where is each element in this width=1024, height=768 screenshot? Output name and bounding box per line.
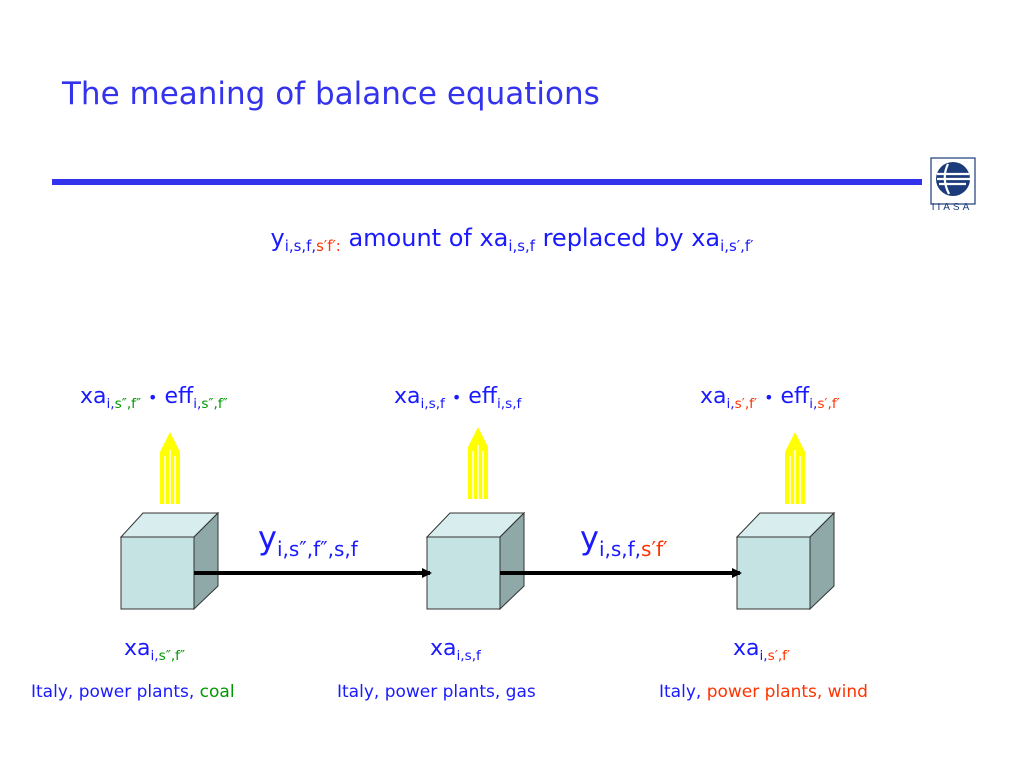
node1-caption-pre: Italy, power plants, — [31, 682, 200, 702]
logo-text: IIASA — [931, 202, 973, 213]
node1-top-label: xai,s″,f″ • effi,s″,f″ — [80, 384, 228, 412]
output-arrow-3 — [785, 432, 805, 504]
node3-bottom-sub-pre: i, — [759, 647, 768, 664]
node1-caption-col: coal — [199, 682, 235, 702]
cube-node-2 — [425, 511, 526, 611]
edge1-label: yi,s″,f″,s,f — [258, 519, 358, 561]
node2-top-label: xai,s,f • effi,s,f — [394, 384, 521, 412]
node1-bottom-label: xai,s″,f″ — [124, 636, 185, 664]
def-sub2: i,s′,f′ — [720, 237, 754, 256]
page-title: The meaning of balance equations — [62, 76, 600, 112]
node2-bottom-xa: xa — [430, 636, 457, 661]
node2-eff-sub: i,s,f — [497, 395, 522, 412]
node3-eff: eff — [780, 384, 810, 409]
edge1-sub: i,s″,f″,s,f — [276, 537, 358, 561]
def-y-sub: i,s,f, — [284, 237, 317, 256]
def-y: y — [270, 224, 285, 252]
output-arrow-1 — [160, 432, 180, 504]
node1-bullet: • — [148, 388, 158, 407]
node3-bottom-xa: xa — [733, 636, 760, 661]
title-underline — [52, 179, 922, 185]
node1-bottom-sub-pre: i, — [150, 647, 159, 664]
node1-bottom-sub-col: s″,f″ — [158, 647, 186, 664]
node3-top-sub-pre: i, — [726, 395, 735, 412]
node3-eff-sub-pre: i, — [809, 395, 818, 412]
output-arrow-2 — [468, 427, 488, 499]
iiasa-globe-icon — [930, 157, 976, 205]
edge1-y: y — [258, 519, 277, 557]
def-sub1: i,s,f — [508, 237, 535, 256]
cube-node-3 — [735, 511, 836, 611]
node3-caption-col: power plants, wind — [706, 682, 868, 702]
node1-top-xa: xa — [80, 384, 107, 409]
edge2-sub-col: s′f′ — [641, 537, 668, 561]
node2-top-xa: xa — [394, 384, 421, 409]
cube-node-1 — [119, 511, 220, 611]
iiasa-logo — [928, 156, 978, 216]
node3-bottom-label: xai,s′,f′ — [733, 636, 790, 664]
node3-bottom-sub-col: s′,f′ — [767, 647, 791, 664]
node1-eff-sub-pre: i, — [193, 395, 202, 412]
node2-top-sub: i,s,f — [420, 395, 445, 412]
def-text2: replaced by xa — [542, 224, 721, 252]
edge2-label: yi,s,f,s′f′ — [580, 519, 668, 561]
edge2-y: y — [580, 519, 599, 557]
def-y-sub-red: s′f′: — [316, 237, 341, 256]
node1-top-sub-pre: i, — [106, 395, 115, 412]
node3-top-xa: xa — [700, 384, 727, 409]
node1-caption: Italy, power plants, coal — [31, 682, 235, 702]
node2-bullet: • — [451, 388, 462, 407]
node1-eff: eff — [164, 384, 194, 409]
node1-eff-sub-col: s″,f″ — [201, 395, 228, 412]
node2-bottom-label: xai,s,f — [430, 636, 481, 664]
node3-caption-pre: Italy, — [659, 682, 707, 702]
node3-top-sub-col: s′,f′ — [734, 395, 758, 412]
node2-bottom-sub: i,s,f — [456, 647, 481, 664]
node1-bottom-xa: xa — [124, 636, 151, 661]
definition-line: yi,s,f,s′f′: amount of xai,s,f replaced … — [0, 224, 1024, 255]
node1-top-sub-col: s″,f″ — [114, 395, 142, 412]
node2-caption: Italy, power plants, gas — [337, 682, 536, 702]
def-text1: amount of xa — [348, 224, 509, 252]
node3-top-label: xai,s′,f′ • effi,s′,f′ — [700, 384, 840, 412]
node2-eff: eff — [468, 384, 497, 409]
node3-eff-sub-col: s′,f′ — [817, 395, 840, 412]
node3-bullet: • — [764, 388, 774, 407]
edge2-sub-pre: i,s,f, — [598, 537, 642, 561]
node3-caption: Italy, power plants, wind — [659, 682, 868, 702]
